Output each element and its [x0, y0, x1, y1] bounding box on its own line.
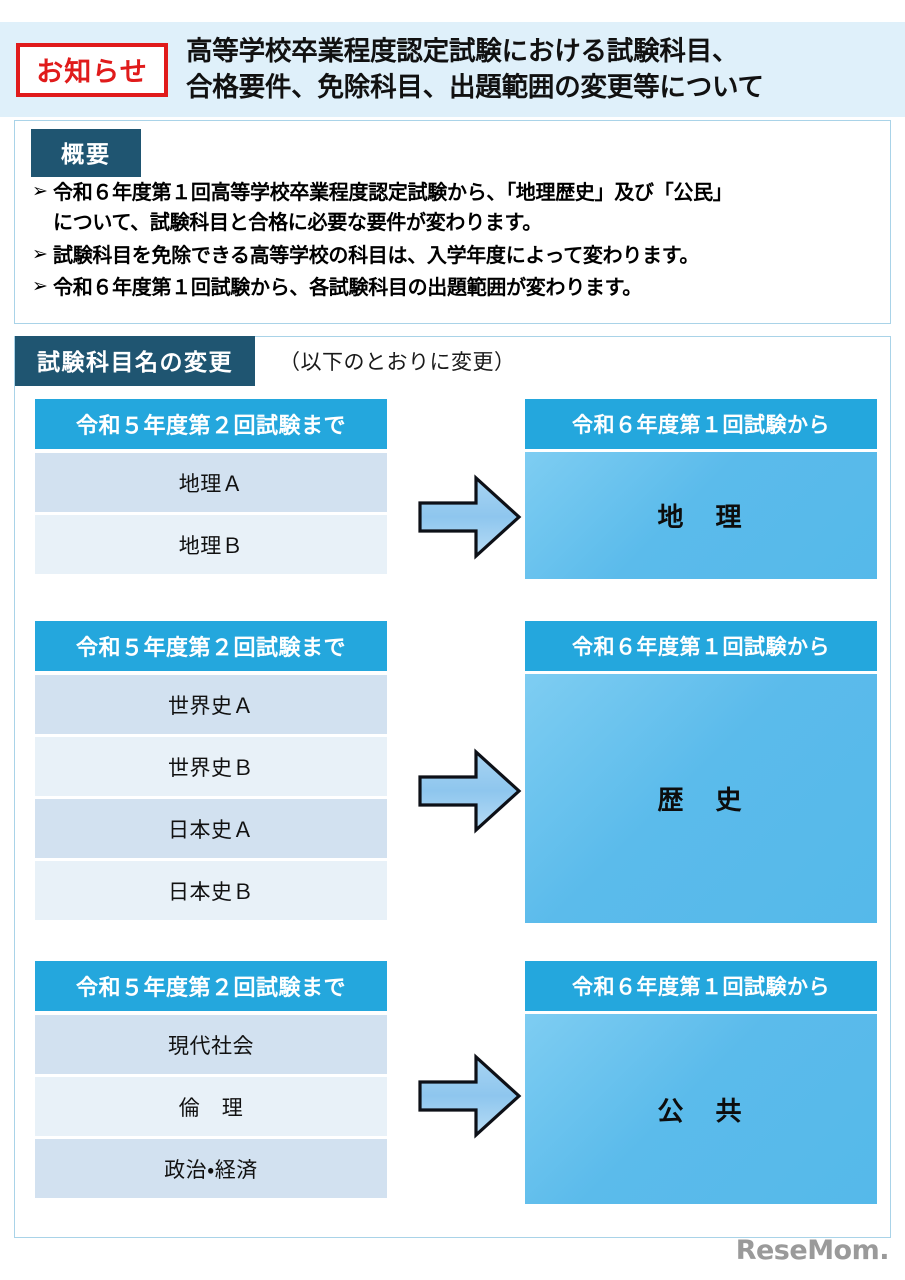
old-subjects-list: 地理Ａ 地理Ｂ [35, 453, 387, 574]
list-item: ➢ 令和６年度第１回試験から、各試験科目の出題範囲が変わります。 [27, 272, 878, 302]
comparison-block-civics: 令和５年度第２回試験まで 現代社会 倫 理 政治・経済 [15, 961, 892, 1211]
new-subject-name: 公 共 [525, 1011, 877, 1204]
right-block-arrow-icon [411, 467, 529, 567]
subject-changes-card: 試験科目名の変更 （以下のとおりに変更） 令和５年度第２回試験まで 地理Ａ 地理… [14, 336, 891, 1238]
summary-card: 概要 ➢ 令和６年度第１回高等学校卒業程度認定試験から、「地理歴史」及び「公民」… [14, 120, 891, 324]
changes-note: （以下のとおりに変更） [279, 350, 516, 374]
old-subjects-column: 令和５年度第２回試験まで 現代社会 倫 理 政治・経済 [35, 961, 387, 1201]
old-subjects-column: 令和５年度第２回試験まで 地理Ａ 地理Ｂ [35, 399, 387, 577]
old-column-header: 令和５年度第２回試験まで [35, 621, 387, 671]
old-subjects-list: 現代社会 倫 理 政治・経済 [35, 1015, 387, 1198]
new-subject-column: 令和６年度第１回試験から 地 理 [525, 399, 877, 579]
list-item: 日本史Ａ [35, 799, 387, 858]
new-subject-name: 歴 史 [525, 671, 877, 923]
list-item-text: 令和６年度第１回高等学校卒業程度認定試験から、「地理歴史」及び「公民」 について… [53, 180, 733, 235]
list-item: ➢ 令和６年度第１回高等学校卒業程度認定試験から、「地理歴史」及び「公民」 につ… [27, 177, 878, 238]
new-column-header: 令和６年度第１回試験から [525, 621, 877, 671]
new-subject-name: 地 理 [525, 449, 877, 579]
old-column-header: 令和５年度第２回試験まで [35, 399, 387, 449]
right-block-arrow-icon [411, 1046, 529, 1146]
list-item-text: 令和６年度第１回試験から、各試験科目の出題範囲が変わります。 [53, 275, 642, 300]
old-subjects-list: 世界史Ａ 世界史Ｂ 日本史Ａ 日本史Ｂ [35, 675, 387, 920]
new-column-header: 令和６年度第１回試験から [525, 961, 877, 1011]
comparison-block-history: 令和５年度第２回試験まで 世界史Ａ 世界史Ｂ 日本史Ａ 日本史Ｂ [15, 621, 892, 931]
list-item: 地理Ｂ [35, 515, 387, 574]
list-item: 地理Ａ [35, 453, 387, 512]
resemom-watermark: ReseMom. [735, 1235, 890, 1266]
old-column-header: 令和５年度第２回試験まで [35, 961, 387, 1011]
notice-badge: お知らせ [16, 42, 168, 97]
list-item: 政治・経済 [35, 1139, 387, 1198]
list-item: 世界史Ｂ [35, 737, 387, 796]
list-item: 世界史Ａ [35, 675, 387, 734]
list-item: 倫 理 [35, 1077, 387, 1136]
comparison-block-geography: 令和５年度第２回試験まで 地理Ａ 地理Ｂ [15, 399, 892, 589]
list-item: ➢ 試験科目を免除できる高等学校の科目は、入学年度によって変わります。 [27, 240, 878, 270]
old-subjects-column: 令和５年度第２回試験まで 世界史Ａ 世界史Ｂ 日本史Ａ 日本史Ｂ [35, 621, 387, 923]
changes-header-row: 試験科目名の変更 （以下のとおりに変更） [15, 336, 516, 386]
summary-bullet-list: ➢ 令和６年度第１回高等学校卒業程度認定試験から、「地理歴史」及び「公民」 につ… [27, 177, 878, 305]
right-block-arrow-icon [411, 741, 529, 841]
changes-section-tag: 試験科目名の変更 [15, 336, 255, 386]
arrow-bullet-icon: ➢ [32, 275, 48, 298]
list-item: 日本史Ｂ [35, 861, 387, 920]
summary-section-tag: 概要 [31, 129, 141, 177]
list-item: 現代社会 [35, 1015, 387, 1074]
new-column-header: 令和６年度第１回試験から [525, 399, 877, 449]
page-title: 高等学校卒業程度認定試験における試験科目、 合格要件、免除科目、出題範囲の変更等… [186, 36, 764, 103]
list-item-text: 試験科目を免除できる高等学校の科目は、入学年度によって変わります。 [53, 242, 700, 267]
arrow-bullet-icon: ➢ [32, 242, 48, 265]
title-banner: お知らせ 高等学校卒業程度認定試験における試験科目、 合格要件、免除科目、出題範… [0, 22, 905, 117]
new-subject-column: 令和６年度第１回試験から 歴 史 [525, 621, 877, 923]
arrow-bullet-icon: ➢ [32, 180, 48, 202]
new-subject-column: 令和６年度第１回試験から 公 共 [525, 961, 877, 1204]
